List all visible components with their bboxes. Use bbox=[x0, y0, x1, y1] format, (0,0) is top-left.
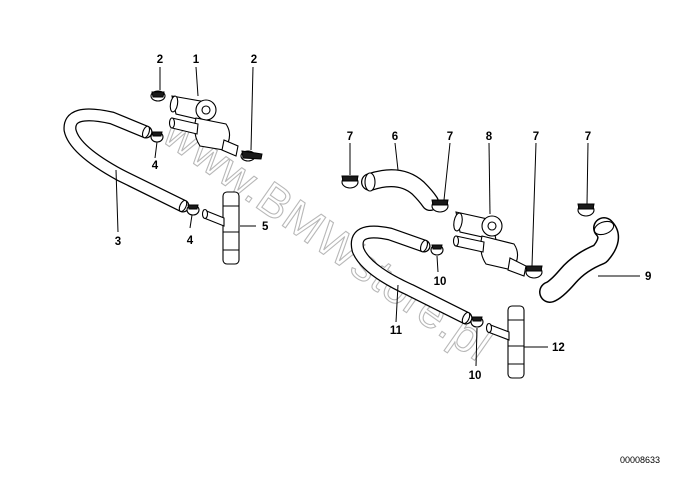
callout-8: 8 bbox=[486, 131, 493, 143]
callout-10-upper: 10 bbox=[434, 276, 447, 288]
callout-7-a: 7 bbox=[347, 131, 353, 143]
callout-7-b: 7 bbox=[447, 131, 453, 143]
callout-2-left: 2 bbox=[157, 54, 163, 66]
callout-4-lower: 4 bbox=[187, 235, 194, 247]
hose-clamp-part-2-right bbox=[240, 150, 263, 162]
callout-11: 11 bbox=[390, 325, 403, 337]
callout-1: 1 bbox=[193, 54, 200, 66]
callout-3: 3 bbox=[115, 236, 121, 248]
leader-lines bbox=[115, 66, 640, 367]
valve-part-8 bbox=[452, 211, 527, 277]
callout-5: 5 bbox=[262, 221, 269, 233]
hose-clamp-part-10-lower bbox=[470, 316, 484, 328]
hose-clamp-part-2-upper bbox=[150, 90, 166, 102]
callout-10-lower: 10 bbox=[469, 370, 482, 382]
curved-hose-part-6 bbox=[361, 169, 439, 211]
callout-12: 12 bbox=[552, 342, 565, 354]
valve-part-1 bbox=[168, 95, 239, 157]
t-connector-part-5 bbox=[201, 191, 240, 265]
callout-4-upper: 4 bbox=[152, 160, 159, 172]
hose-part-3 bbox=[63, 108, 190, 213]
hose-clamp-part-10-upper bbox=[430, 244, 444, 256]
callout-7-d: 7 bbox=[585, 131, 591, 143]
hose-clamp-part-4-upper bbox=[150, 131, 164, 143]
hose-clamp-part-7-b bbox=[431, 199, 449, 213]
hose-part-11 bbox=[350, 225, 473, 325]
callout-7-c: 7 bbox=[533, 131, 539, 143]
hose-clamp-part-7-a bbox=[341, 175, 359, 189]
callout-9: 9 bbox=[645, 271, 651, 283]
callout-2-right: 2 bbox=[251, 54, 257, 66]
hose-clamp-part-7-c bbox=[525, 265, 543, 279]
hose-clamp-part-4-lower bbox=[186, 204, 200, 216]
diagram-code: 00008633 bbox=[620, 455, 660, 465]
callout-6: 6 bbox=[392, 131, 398, 143]
t-connector-part-12 bbox=[485, 305, 525, 379]
hose-clamp-part-7-d bbox=[577, 203, 595, 217]
large-hose-part-9 bbox=[539, 217, 620, 303]
